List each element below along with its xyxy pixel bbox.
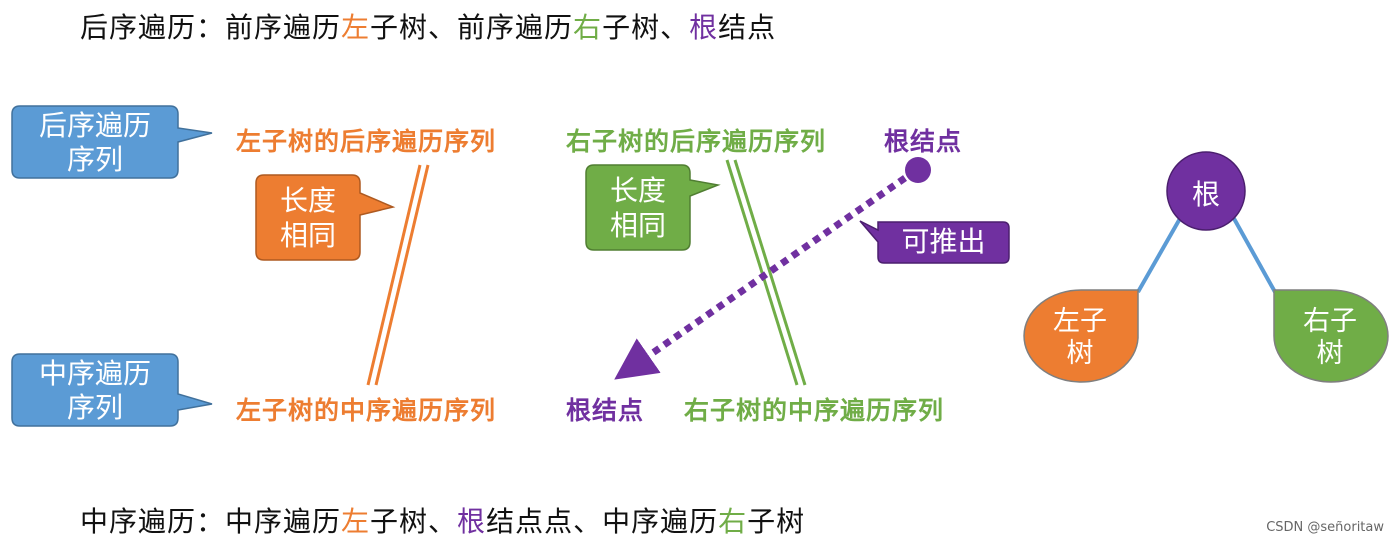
inorder-seq-callout: 中序遍历 序列 xyxy=(12,357,178,425)
postorder-seq-callout: 后序遍历 序列 xyxy=(12,109,178,177)
inorder-seq-callout-shape xyxy=(11,353,213,427)
postorder-seq-callout-line2: 序列 xyxy=(66,143,123,176)
same-length-callout-1: 长度 相同 xyxy=(256,183,360,253)
post-seq-left: 左子树的后序遍历序列 xyxy=(236,127,497,156)
inorder-rule-prefix: 中序遍历：中序遍历 xyxy=(80,505,342,538)
postorder-rule-prefix: 后序遍历：前序遍历 xyxy=(80,11,342,44)
in-seq-root: 根结点 xyxy=(566,396,645,425)
csdn-watermark: CSDN @señoritaw xyxy=(1266,520,1384,535)
postorder-rule-root: 根 xyxy=(689,11,719,44)
postorder-rule-suffix: 结点 xyxy=(718,11,777,44)
inorder-seq-callout-line2: 序列 xyxy=(66,391,123,424)
postorder-seq-callout-line1: 后序遍历 xyxy=(38,109,151,142)
inorder-rule-mid2: 结点点、中序遍历 xyxy=(486,505,719,538)
tree-edge-right xyxy=(1230,214,1277,293)
tree-root-node xyxy=(1166,151,1246,231)
tree-right-node xyxy=(1273,289,1389,383)
tree-right-label-line2: 树 xyxy=(1316,338,1344,369)
same-length-callout-2-line2: 相同 xyxy=(609,209,666,242)
same-length-callout-2-shape xyxy=(585,164,721,251)
same-length-callout-2-line1: 长度 xyxy=(609,174,666,207)
post-seq-right: 右子树的后序遍历序列 xyxy=(566,127,827,156)
green-double-line-a xyxy=(725,159,799,386)
inorder-seq-callout-line1: 中序遍历 xyxy=(38,357,151,390)
tree-root-label: 根 xyxy=(1191,178,1220,211)
post-seq-root: 根结点 xyxy=(884,127,963,156)
root-point-dot xyxy=(905,157,931,183)
inorder-rule-suffix: 子树 xyxy=(747,505,806,538)
tree-right-label-line1: 右子 xyxy=(1303,306,1357,337)
tree-right-label: 右子 树 xyxy=(1280,306,1380,370)
same-length-callout-2: 长度 相同 xyxy=(586,173,690,243)
inorder-rule-mid1: 子树、 xyxy=(370,505,458,538)
tree-left-label-line1: 左子 xyxy=(1053,306,1107,337)
in-seq-right: 右子树的中序遍历序列 xyxy=(684,396,945,425)
same-length-callout-1-line1: 长度 xyxy=(279,184,336,217)
orange-double-line-a xyxy=(366,164,422,386)
tree-left-label-line2: 树 xyxy=(1066,338,1094,369)
tree-edge-left xyxy=(1136,214,1184,293)
tree-left-node xyxy=(1023,289,1139,383)
derive-callout-shape xyxy=(859,220,1010,264)
derive-arrow xyxy=(614,175,907,380)
derive-callout: 可推出 xyxy=(901,225,986,258)
postorder-rule-left: 左 xyxy=(341,11,371,44)
inorder-rule-root: 根 xyxy=(457,505,487,538)
postorder-seq-callout-shape xyxy=(11,105,213,179)
orange-double-line-b xyxy=(374,164,430,386)
inorder-rule: 中序遍历：中序遍历左子树、根结点点、中序遍历右子树 xyxy=(80,500,805,540)
inorder-rule-left: 左 xyxy=(341,505,371,538)
postorder-rule-right: 右 xyxy=(573,11,603,44)
postorder-rule: 后序遍历：前序遍历左子树、前序遍历右子树、根结点 xyxy=(80,6,776,46)
tree-left-label: 左子 树 xyxy=(1030,306,1130,370)
inorder-rule-right: 右 xyxy=(718,505,748,538)
postorder-rule-mid1: 子树、前序遍历 xyxy=(370,11,574,44)
green-double-line-b xyxy=(733,159,807,386)
postorder-rule-mid2: 子树、 xyxy=(602,11,690,44)
same-length-callout-1-shape xyxy=(255,174,396,261)
same-length-callout-1-line2: 相同 xyxy=(279,219,336,252)
in-seq-left: 左子树的中序遍历序列 xyxy=(236,396,497,425)
